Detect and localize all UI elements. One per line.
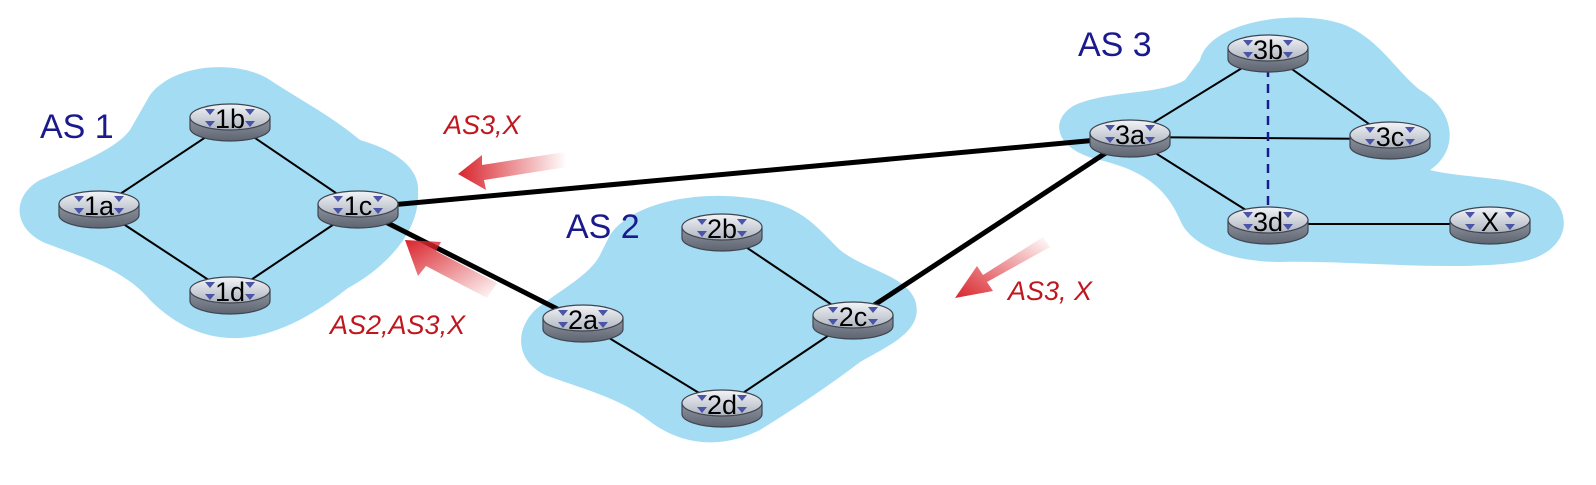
as2-label: AS 2 (566, 208, 640, 246)
router-arrow-icon (1145, 125, 1155, 131)
advertisement-arrow-as2as3x (405, 240, 497, 298)
router-arrow-icon (1465, 212, 1475, 218)
router-arrow-icon (737, 407, 747, 413)
router-x[interactable]: X (1449, 206, 1531, 245)
router-arrow-icon (697, 219, 707, 225)
router-label: 3c (1376, 122, 1405, 152)
router-arrow-icon (1145, 137, 1155, 143)
route-label-as3x-2c: AS3, X (1006, 276, 1093, 306)
link-1c-2a (356, 205, 585, 325)
router-arrow-icon (598, 310, 608, 316)
advertisement-arrow-as3x (458, 152, 567, 190)
link-2c-3a (851, 134, 1132, 322)
router-label: 1b (215, 104, 245, 134)
router-3d[interactable]: 3d (1227, 206, 1309, 245)
router-arrow-icon (245, 294, 255, 300)
router-arrow-icon (245, 121, 255, 127)
router-arrow-icon (1505, 224, 1515, 230)
router-label: 2b (707, 214, 737, 244)
router-arrow-icon (1283, 224, 1293, 230)
as1-label: AS 1 (40, 108, 114, 146)
as3-cloud (1059, 17, 1564, 267)
router-3c[interactable]: 3c (1349, 121, 1431, 160)
router-arrow-icon (245, 282, 255, 288)
router-arrow-icon (205, 294, 215, 300)
as-clouds (19, 17, 1564, 443)
router-1d[interactable]: 1d (189, 276, 271, 315)
link-3a-3c (1129, 136, 1391, 140)
router-arrow-icon (1283, 40, 1293, 46)
router-arrow-icon (1283, 212, 1293, 218)
router-label: 3d (1253, 207, 1283, 237)
as1-cloud (19, 67, 419, 339)
router-arrow-icon (205, 121, 215, 127)
router-label: 1d (215, 277, 245, 307)
router-label: 2d (707, 390, 737, 420)
router-arrow-icon (868, 319, 878, 325)
router-arrow-icon (737, 395, 747, 401)
route-label-as2as3x: AS2,AS3,X (328, 310, 466, 340)
router-arrow-icon (1365, 127, 1375, 133)
as2-cloud (521, 195, 917, 443)
router-arrow-icon (245, 109, 255, 115)
router-label: 3b (1253, 35, 1283, 65)
router-arrow-icon (697, 407, 707, 413)
router-arrow-icon (1243, 224, 1253, 230)
router-label: 2a (568, 305, 599, 335)
router-arrow-icon (1465, 224, 1475, 230)
router-arrow-icon (205, 109, 215, 115)
router-arrow-icon (598, 322, 608, 328)
router-3a[interactable]: 3a (1089, 119, 1171, 158)
router-arrow-icon (333, 196, 343, 202)
router-arrow-icon (558, 322, 568, 328)
advertisement-arrow-as3x-to-2c (955, 237, 1050, 298)
router-arrow-icon (737, 219, 747, 225)
router-arrow-icon (697, 395, 707, 401)
router-arrow-icon (333, 208, 343, 214)
router-arrow-icon (1105, 137, 1115, 143)
router-arrow-icon (373, 208, 383, 214)
router-3b[interactable]: 3b (1227, 34, 1309, 73)
router-arrow-icon (373, 196, 383, 202)
router-arrow-icon (205, 282, 215, 288)
router-arrow-icon (1405, 127, 1415, 133)
router-arrow-icon (868, 307, 878, 313)
router-arrow-icon (1243, 40, 1253, 46)
router-2d[interactable]: 2d (681, 389, 763, 428)
router-label: 1a (84, 191, 115, 221)
router-1a[interactable]: 1a (58, 190, 140, 229)
router-arrow-icon (697, 231, 707, 237)
router-arrow-icon (1283, 52, 1293, 58)
router-arrow-icon (74, 208, 84, 214)
router-arrow-icon (558, 310, 568, 316)
router-2c[interactable]: 2c (812, 301, 894, 340)
router-arrow-icon (1505, 212, 1515, 218)
router-arrow-icon (1405, 139, 1415, 145)
router-arrow-icon (1105, 125, 1115, 131)
router-label: 1c (344, 191, 373, 221)
router-arrow-icon (828, 319, 838, 325)
router-1c[interactable]: 1c (317, 190, 399, 229)
router-label: X (1481, 207, 1499, 237)
as3-label: AS 3 (1078, 26, 1152, 64)
route-label-as3x: AS3,X (442, 110, 522, 140)
router-2a[interactable]: 2a (542, 304, 624, 343)
routers: 1a 1b 1c 1d 2a 2b 2c 2d 3a 3b 3c 3d X (58, 34, 1531, 428)
link-1c-3a (357, 134, 1131, 211)
router-label: 2c (839, 302, 868, 332)
router-arrow-icon (828, 307, 838, 313)
router-2b[interactable]: 2b (681, 213, 763, 252)
router-arrow-icon (737, 231, 747, 237)
router-1b[interactable]: 1b (189, 103, 271, 142)
router-label: 3a (1115, 120, 1146, 150)
router-arrow-icon (1365, 139, 1375, 145)
route-advertisement-arrows (405, 152, 1050, 298)
router-arrow-icon (1243, 212, 1253, 218)
router-arrow-icon (1243, 52, 1253, 58)
router-arrow-icon (114, 196, 124, 202)
router-arrow-icon (114, 208, 124, 214)
router-arrow-icon (74, 196, 84, 202)
